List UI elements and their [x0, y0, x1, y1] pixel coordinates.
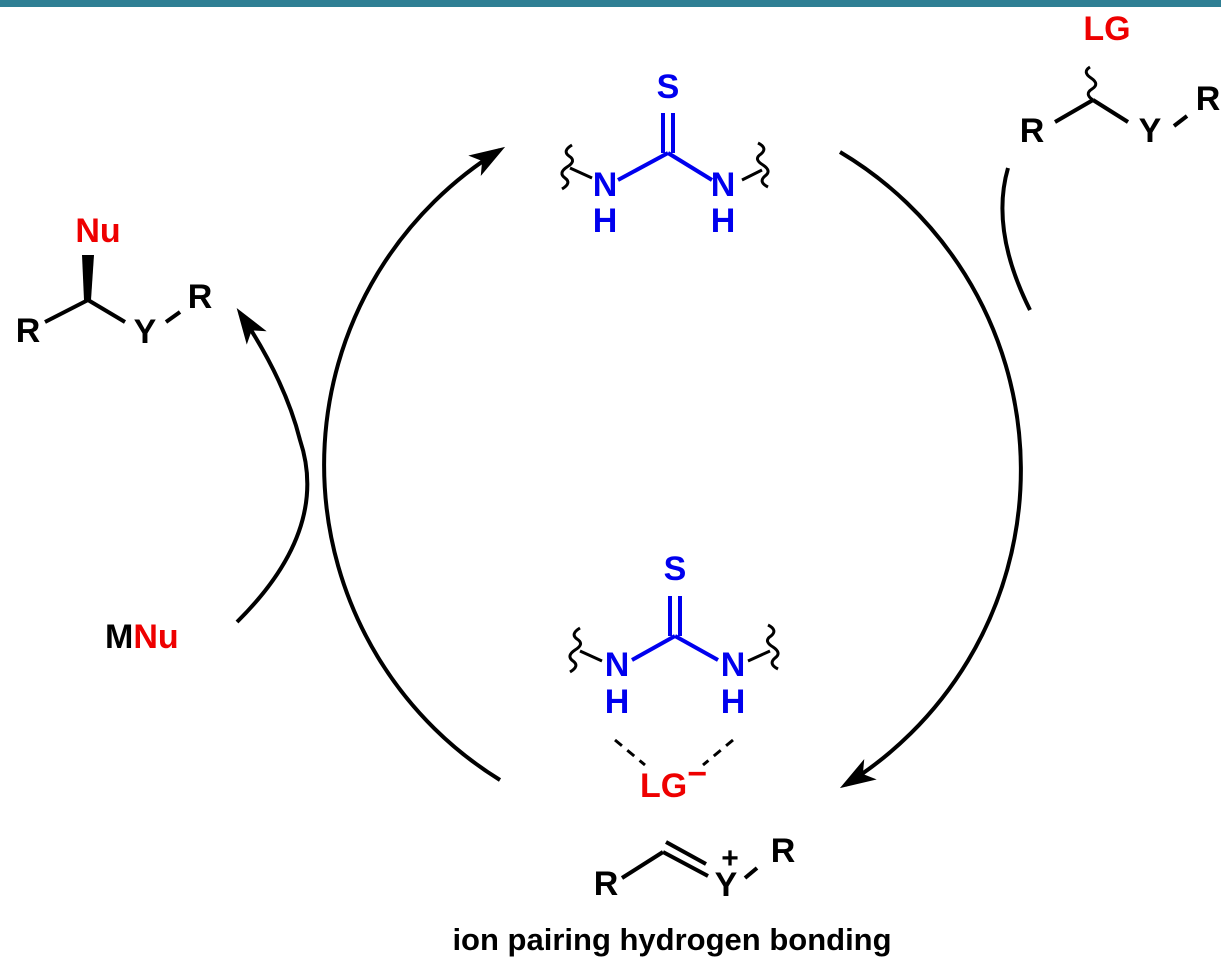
nucleophile-entry-arrow — [235, 308, 310, 624]
product-nucleophile-label: Nu — [75, 212, 120, 250]
substrate-entry-arrow — [1000, 167, 1032, 311]
top-bar — [0, 0, 1221, 7]
catalyst-nitrogen-left-label: N — [593, 166, 618, 204]
substrate-molecule: LG R Y R — [1020, 10, 1221, 150]
caption-text: ion pairing hydrogen bonding — [452, 922, 891, 957]
cycle-arc-right — [838, 150, 1023, 789]
catalyst-sulfur-label: S — [657, 68, 680, 106]
substrate-y-label: Y — [1139, 112, 1162, 150]
anion-leaving-group-label: LG — [640, 767, 687, 805]
cation-r-left-label: R — [594, 865, 619, 903]
cycle-arc-left — [322, 146, 506, 782]
product-y-label: Y — [134, 313, 157, 351]
bound-hydrogen-left-label: H — [605, 683, 630, 721]
bound-nitrogen-right-label: N — [721, 646, 746, 684]
catalyst-hydrogen-left-label: H — [593, 202, 618, 240]
anion-label: LG− — [640, 755, 707, 805]
reagent-label: MNu — [105, 618, 179, 656]
cation-charge-label: + — [721, 842, 739, 875]
anion-charge-label: − — [687, 755, 707, 793]
cation-r-right-label: R — [771, 832, 796, 870]
substrate-r-left-label: R — [1020, 112, 1045, 150]
bound-hydrogen-right-label: H — [721, 683, 746, 721]
catalyst-hydrogen-right-label: H — [711, 202, 736, 240]
substrate-r-right-label: R — [1196, 80, 1221, 118]
catalyst-nitrogen-right-label: N — [711, 166, 736, 204]
hydrogen-bond-dashes — [614, 738, 734, 767]
reagent-nucleophile-label: Nu — [133, 618, 178, 656]
cation-molecule: R Y + R — [594, 832, 796, 904]
substrate-wavy-bond — [1084, 65, 1098, 102]
bound-nitrogen-left-label: N — [605, 646, 630, 684]
product-molecule: Nu R Y R — [16, 212, 213, 351]
substrate-leaving-group-label: LG — [1083, 10, 1130, 48]
bound-sulfur-label: S — [664, 550, 687, 588]
reagent-metal-label: M — [105, 618, 133, 656]
thiourea-catalyst-free: S N N H H — [560, 68, 770, 240]
thiourea-catalyst-bound: S N N H H LG− — [568, 550, 780, 805]
cation-y-label: Y — [715, 866, 738, 904]
product-wedge-bond — [82, 255, 94, 300]
product-r-right-label: R — [188, 278, 213, 316]
product-r-left-label: R — [16, 312, 41, 350]
